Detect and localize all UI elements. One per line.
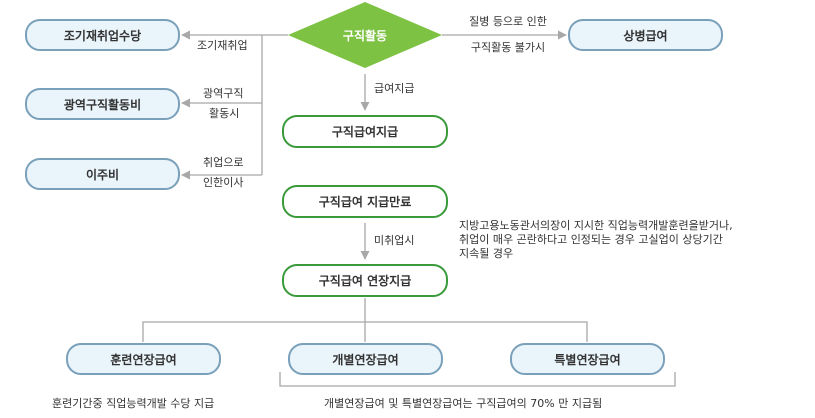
special-extension-node: 특별연장급여	[510, 343, 665, 375]
relocation-condition-line1: 취업으로	[203, 156, 244, 169]
training-extension-node: 훈련연장급여	[66, 343, 221, 375]
extension-bracket	[279, 372, 676, 387]
diamond-label: 구직활동	[342, 29, 388, 43]
benefit-end-node: 구직급여 지급만료	[282, 185, 448, 218]
extension-note: 개별연장급여 및 특별연장급여는 구직급여의 70% 만 지급됨	[324, 397, 603, 410]
wide-area-condition-line2: 활동시	[209, 107, 240, 120]
extension-condition-line2: 취업이 매우 곤란하다고 인정되는 경우 고실업이 상당기간	[459, 233, 723, 246]
unemployed-condition: 미취업시	[374, 234, 415, 247]
early-reemployment-condition: 조기재취업	[197, 39, 248, 52]
sickness-condition-line1: 질병 등으로 인한	[469, 15, 547, 28]
relocation-node: 이주비	[25, 158, 180, 190]
payment-condition: 급여지급	[374, 82, 415, 95]
extension-condition-line3: 지속될 경우	[459, 247, 514, 260]
training-note: 훈련기간중 직업능력개발 수당 지급	[52, 397, 215, 410]
extended-payment-node: 구직급여 연장지급	[282, 264, 448, 297]
extension-condition-note: 지방고용노동관서의장이 지시한 직업능력개발훈련을받거나, 취업이 매우 곤란하…	[459, 219, 733, 261]
sickness-condition-line2: 구직활동 불가시	[470, 41, 546, 54]
diamond-shape	[288, 2, 442, 68]
wide-area-condition-line1: 광역구직	[203, 87, 244, 100]
relocation-condition-line2: 인한이사	[203, 176, 244, 189]
sickness-benefit-node: 상병급여	[568, 19, 723, 51]
wide-area-job-search-node: 광역구직활동비	[25, 88, 180, 120]
extension-condition-line1: 지방고용노동관서의장이 지시한 직업능력개발훈련을받거나,	[459, 219, 733, 232]
individual-extension-node: 개별연장급여	[288, 343, 443, 375]
early-reemployment-node: 조기재취업수당	[25, 19, 180, 51]
benefit-payment-node: 구직급여지급	[282, 115, 448, 148]
